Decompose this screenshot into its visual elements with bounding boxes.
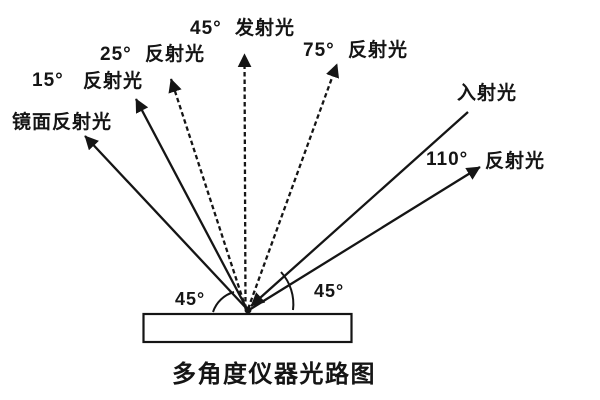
angle-25-label: 25° [100,44,132,65]
convergence-point [244,306,252,314]
reflection-15-label: 反射光 [83,69,143,92]
angle-15-label: 15° [32,70,64,91]
surface-angle-left-label: 45° [175,289,205,309]
incident-light-arrow [250,111,469,307]
reflection-75-label: 反射光 [348,38,408,61]
reflection-25-label: 反射光 [145,42,205,65]
specular-reflection-arrow [84,135,248,310]
reflection-75deg-arrow [246,63,340,310]
angle-arc-left [212,291,235,313]
specular-reflection-label: 镜面反射光 [12,110,112,133]
surface-angle-right-label: 45° [314,281,344,301]
reflection-110-label: 反射光 [485,149,545,172]
reflection-15deg-arrow [134,98,249,310]
emission-45deg-arrow [237,53,252,310]
reflection-25deg-arrow [168,78,248,310]
diagram-title: 多角度仪器光路图 [172,360,376,388]
reflection-110deg-arrow [248,166,481,311]
emission-45-label: 发射光 [234,16,295,39]
angle-arc-right [280,271,295,311]
incident-light-label: 入射光 [457,81,517,104]
angle-75-label: 75° [303,40,335,61]
angle-110-label: 110° [426,149,468,170]
angle-45-label: 45° [190,18,222,39]
sample-surface-rect [142,312,353,344]
